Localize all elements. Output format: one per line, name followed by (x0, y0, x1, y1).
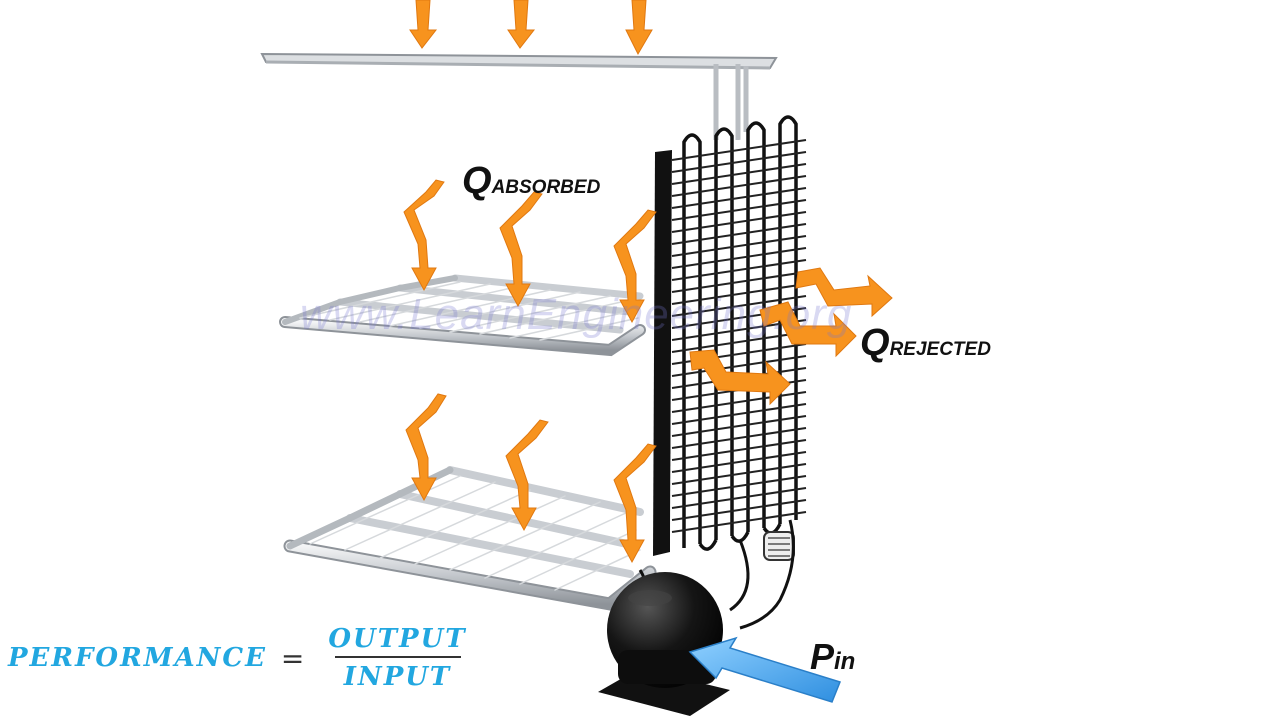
formula-lhs: PERFORMANCE (8, 643, 267, 673)
watermark-text: www.LearnEngineering.org (300, 290, 853, 339)
top-shelf (260, 52, 778, 70)
power-input-arrow (688, 636, 841, 703)
filter-drier (763, 531, 795, 561)
formula-fraction: OUTPUT INPUT (320, 624, 474, 692)
q-absorbed-symbol: Q (462, 160, 492, 202)
q-rejected-subscript: REJECTED (889, 339, 991, 360)
p-in-symbol: P (810, 636, 835, 677)
heat-rejected-arrows (689, 267, 893, 406)
middle-shelf (279, 274, 646, 357)
formula-equals: = (280, 641, 307, 675)
bottom-shelf (283, 466, 657, 611)
connecting-tubes (713, 64, 749, 140)
compressor (598, 572, 730, 716)
q-rejected-label: QREJECTED (860, 322, 991, 365)
formula-numerator: OUTPUT (328, 624, 467, 654)
fraction-bar (334, 656, 461, 658)
q-rejected-symbol: Q (860, 322, 890, 364)
formula-denominator: INPUT (343, 662, 452, 692)
p-in-label: Pin (810, 636, 855, 678)
q-absorbed-label: QABSORBED (462, 160, 600, 203)
performance-formula: PERFORMANCE = OUTPUT INPUT (8, 618, 475, 698)
heat-absorbed-arrows (403, 0, 657, 564)
q-absorbed-subscript: ABSORBED (491, 177, 601, 198)
p-in-subscript: in (834, 648, 856, 675)
condenser (653, 115, 807, 556)
